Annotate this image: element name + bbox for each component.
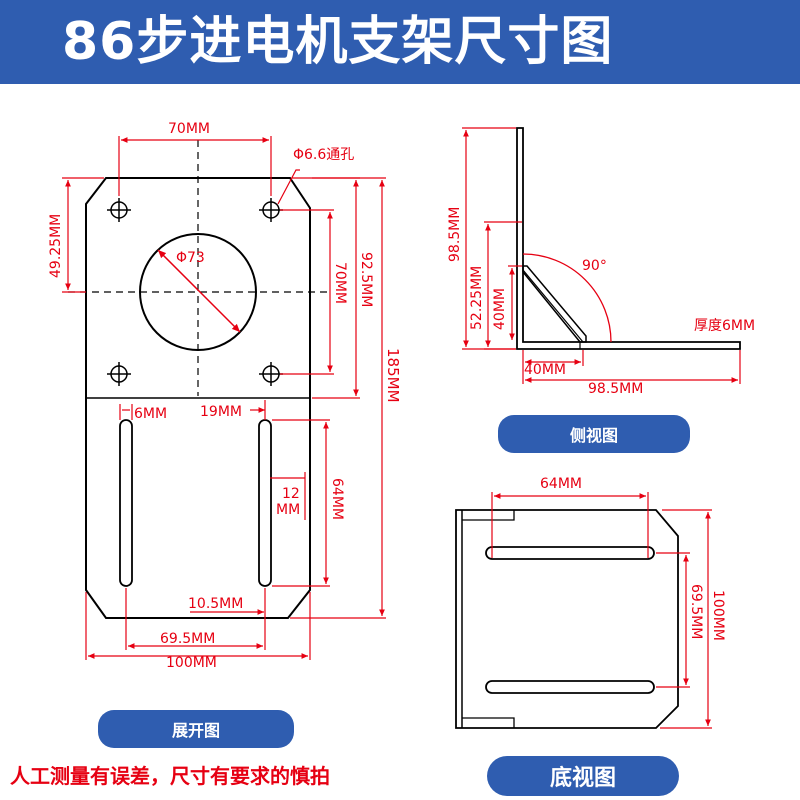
- dim-thickness-label: 厚度6MM: [694, 318, 755, 334]
- dim-rib-height-label: 52.25MM: [469, 266, 485, 330]
- dim-base-length-label: 98.5MM: [588, 381, 643, 397]
- dim-slot-margin-label: 10.5MM: [188, 596, 243, 612]
- hole-leader: [277, 169, 300, 205]
- header-bar: [0, 0, 800, 84]
- dim-bottom-slot-label: 64MM: [540, 476, 582, 492]
- mount-hole: [107, 198, 131, 222]
- dim-bottom-spacing-label: 69.5MM: [688, 584, 704, 639]
- dim-slot-spacing-label-b: MM: [276, 502, 300, 518]
- dim-upper-height-label: 92.5MM: [358, 252, 374, 307]
- dim-slot-spacing-label-a: 12: [282, 486, 300, 502]
- bore-diameter-line: [157, 249, 241, 333]
- measurement-note: 人工测量有误差，尺寸有要求的慎拍: [10, 764, 330, 788]
- side-rib: [522, 265, 587, 343]
- bottom-view-label: 底视图: [487, 756, 679, 796]
- dim-hole-span-label: 70MM: [332, 262, 348, 304]
- dim-total-width-label: 100MM: [166, 655, 217, 671]
- dim-left-height-label: 49.25MM: [48, 214, 64, 278]
- dim-slot-length-label: 64MM: [329, 478, 345, 520]
- dim-total-height-label: 185MM: [384, 348, 402, 403]
- angle-arc: [522, 253, 612, 343]
- slot-left: [119, 419, 133, 587]
- dim-angle-label: 90°: [582, 258, 607, 274]
- bottom-outline: [455, 509, 679, 729]
- mount-hole: [259, 362, 283, 386]
- dim-side-height-label: 98.5MM: [447, 207, 463, 262]
- bottom-slot-bottom: [485, 680, 655, 694]
- side-view-label: 侧视图: [498, 415, 690, 453]
- dim-slot-offset-label: 19MM: [200, 404, 242, 420]
- slot-right: [258, 419, 272, 587]
- side-view: 98.5MM 52.25MM 40MM 90° 厚度6MM 40MM 98.5M…: [447, 127, 755, 397]
- unfold-outline: [85, 177, 311, 619]
- bottom-view: 64MM 69.5MM 100MM: [455, 476, 726, 729]
- bottom-slot-top: [485, 546, 655, 560]
- mount-hole: [259, 198, 283, 222]
- dim-slot-width-label: 6MM: [134, 406, 167, 422]
- center-bore: [139, 233, 257, 351]
- mount-hole: [107, 362, 131, 386]
- page-title: 86步进电机支架尺寸图: [62, 12, 614, 72]
- unfold-view: 70MM Φ6.6通孔 Φ73 49.25MM 70MM 92.5MM 185M…: [48, 121, 402, 671]
- dim-slot-center-label: 69.5MM: [160, 631, 215, 647]
- side-profile: [516, 127, 741, 350]
- dim-hole-label: Φ6.6通孔: [293, 147, 354, 163]
- dim-bottom-depth-label: 100MM: [710, 590, 726, 641]
- unfold-view-label: 展开图: [98, 710, 294, 748]
- dim-rib-inner-label: 40MM: [492, 288, 508, 330]
- dim-rib-base-label: 40MM: [524, 362, 566, 378]
- dim-bore-label: Φ73: [176, 250, 205, 266]
- dim-top-width-label: 70MM: [168, 121, 210, 137]
